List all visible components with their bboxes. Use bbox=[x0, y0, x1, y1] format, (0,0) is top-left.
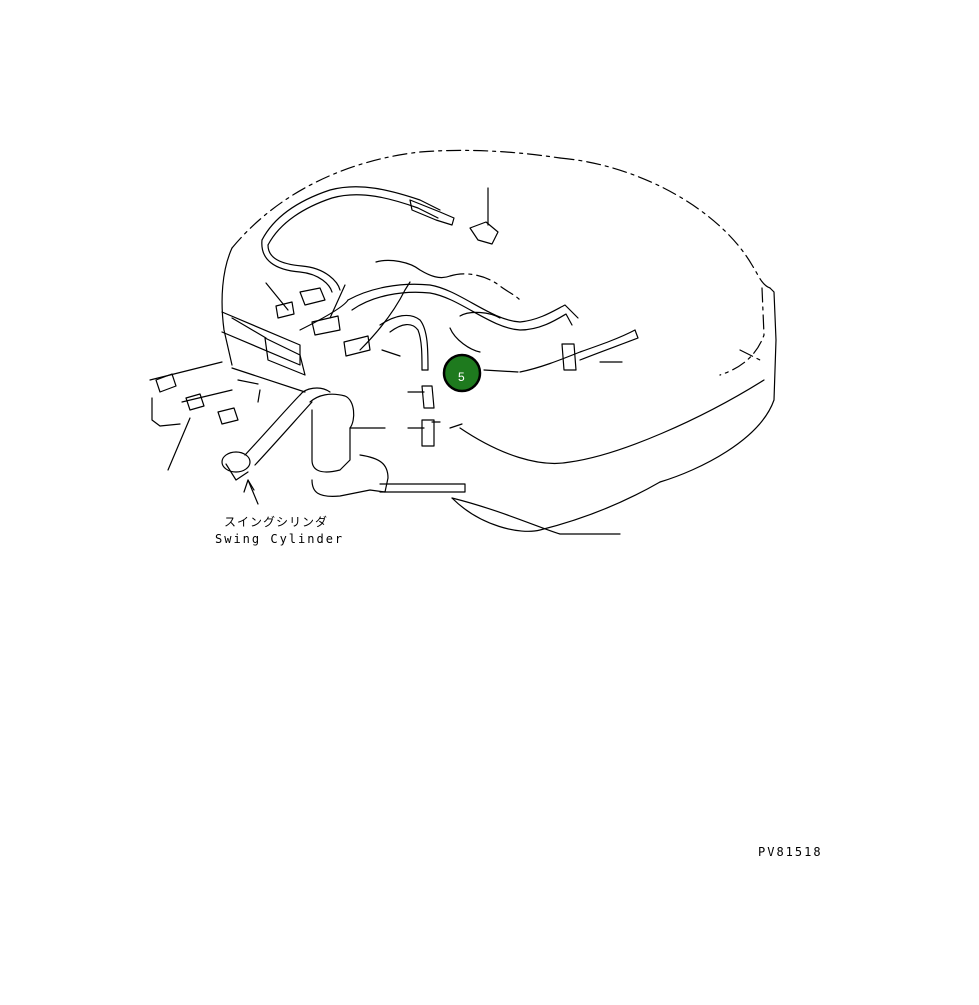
frame-outline bbox=[221, 149, 777, 535]
leader-lines bbox=[167, 187, 623, 505]
swing-cylinder-label-jp: スイングシリンダ bbox=[224, 514, 328, 529]
callout-5[interactable]: 5 bbox=[442, 353, 482, 393]
callout-label: 5 bbox=[458, 370, 465, 384]
swing-cylinder-label-en: Swing Cylinder bbox=[215, 532, 344, 546]
bracket-plate bbox=[149, 311, 306, 427]
fittings bbox=[155, 199, 577, 447]
hose-lines bbox=[261, 186, 579, 493]
callout-circle[interactable] bbox=[442, 353, 482, 393]
drawing-code: PV81518 bbox=[758, 845, 823, 859]
swing-cylinder bbox=[221, 387, 389, 497]
